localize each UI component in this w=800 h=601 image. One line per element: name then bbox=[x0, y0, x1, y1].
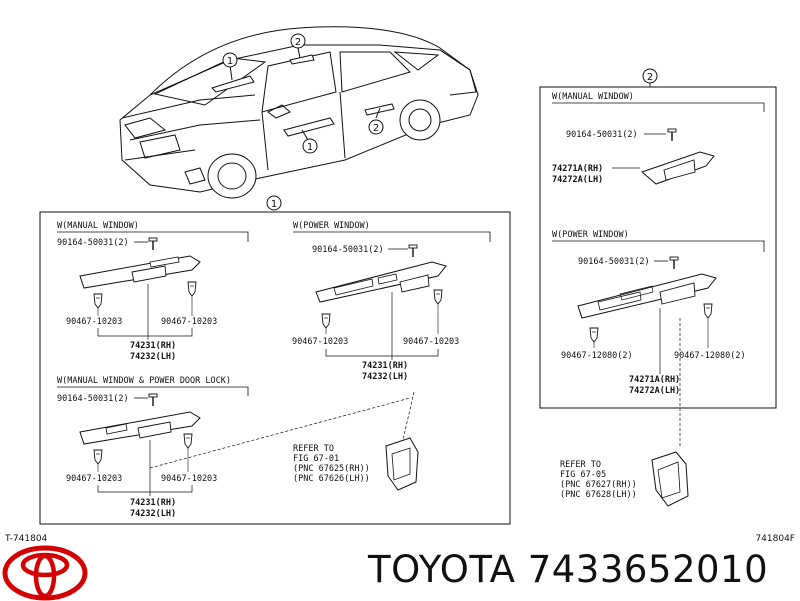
part-lh: 74272A(LH) bbox=[552, 175, 603, 185]
part-lh: 74272A(LH) bbox=[629, 386, 680, 396]
clip-label-left: 90467-10203 bbox=[66, 317, 122, 327]
clip-label-left: 90467-10203 bbox=[292, 337, 348, 347]
svg-text:1: 1 bbox=[227, 56, 233, 67]
callout-1-a: 1 bbox=[222, 52, 238, 68]
panel-left-manual-lock: W(MANUAL WINDOW & POWER DOOR LOCK) 90164… bbox=[57, 376, 249, 519]
panel-left-manual: W(MANUAL WINDOW) 90164-50031(2) 90467-10… bbox=[57, 221, 249, 362]
part-number: 7433652010 bbox=[527, 548, 769, 591]
screw-label: 90164-50031(2) bbox=[578, 257, 650, 267]
ref-line-4: (PNC 67626(LH)) bbox=[293, 474, 370, 484]
panel-header: W(MANUAL WINDOW) bbox=[552, 92, 634, 102]
panel-header: W(POWER WINDOW) bbox=[293, 221, 370, 231]
clip-label-right: 90467-10203 bbox=[403, 337, 459, 347]
svg-text:2: 2 bbox=[373, 123, 379, 134]
ref-line-3: (PNC 67627(RH)) bbox=[560, 480, 637, 490]
callout-2-panel: 2 bbox=[642, 68, 658, 84]
part-rh: 74231(RH) bbox=[130, 341, 176, 351]
panel-header: W(POWER WINDOW) bbox=[552, 230, 629, 240]
ref-line-2: FIG 67-05 bbox=[560, 470, 606, 480]
ref-line-2: FIG 67-01 bbox=[293, 454, 339, 464]
ref-line-3: (PNC 67625(RH)) bbox=[293, 464, 370, 474]
svg-text:2: 2 bbox=[295, 37, 301, 48]
ref-line-4: (PNC 67628(LH)) bbox=[560, 490, 637, 500]
callout-2-a: 2 bbox=[290, 33, 306, 49]
part-rh: 74231(RH) bbox=[362, 361, 408, 371]
ref-line-1: REFER TO bbox=[560, 460, 601, 470]
part-lh: 74232(LH) bbox=[130, 352, 176, 362]
panel-frame-left bbox=[39, 211, 511, 525]
drawing-code-left: T-741804 bbox=[4, 534, 48, 544]
svg-text:1: 1 bbox=[271, 199, 277, 210]
part-rh: 74271A(RH) bbox=[552, 164, 603, 174]
part-lh: 74232(LH) bbox=[130, 509, 176, 519]
callout-1-panel: 1 bbox=[266, 195, 282, 211]
clip-label-right: 90467-12080(2) bbox=[674, 351, 746, 361]
car-illustration bbox=[119, 26, 479, 199]
ref-line-1: REFER TO bbox=[293, 444, 334, 454]
brand-name: TOYOTA bbox=[368, 548, 516, 591]
brand-part-number: TOYOTA 7433652010 bbox=[368, 548, 768, 591]
svg-text:1: 1 bbox=[307, 142, 313, 153]
screw-label: 90164-50031(2) bbox=[57, 238, 129, 248]
bracket bbox=[651, 451, 689, 507]
panel-header: W(MANUAL WINDOW) bbox=[57, 221, 139, 231]
panel-right-manual: W(MANUAL WINDOW) 90164-50031(2) 74271A(R… bbox=[552, 92, 765, 185]
part-rh: 74231(RH) bbox=[130, 498, 176, 508]
screw-label: 90164-50031(2) bbox=[57, 394, 129, 404]
screw-label: 90164-50031(2) bbox=[566, 130, 638, 140]
clip-label-right: 90467-10203 bbox=[161, 474, 217, 484]
panel-frame-right bbox=[539, 86, 777, 409]
clip-label-left: 90467-12080(2) bbox=[561, 351, 633, 361]
callout-2-b: 2 bbox=[368, 119, 384, 135]
callout-1-b: 1 bbox=[302, 138, 318, 154]
panel-right-power: W(POWER WINDOW) 90164-50031(2) 90467-120… bbox=[552, 230, 765, 396]
panel-header: W(MANUAL WINDOW & POWER DOOR LOCK) bbox=[57, 376, 231, 386]
bracket bbox=[385, 437, 419, 491]
panel-left-power: W(POWER WINDOW) 90164-50031(2) 90467-102… bbox=[149, 221, 491, 491]
screw-label: 90164-50031(2) bbox=[312, 245, 384, 255]
bracket-ref-right: REFER TO FIG 67-05 (PNC 67627(RH)) (PNC … bbox=[560, 318, 689, 507]
clip-label-left: 90467-10203 bbox=[66, 474, 122, 484]
drawing-code-right: 741804F bbox=[755, 534, 795, 544]
toyota-logo-icon bbox=[2, 545, 88, 601]
clip-label-right: 90467-10203 bbox=[161, 317, 217, 327]
part-rh: 74271A(RH) bbox=[629, 375, 680, 385]
svg-text:2: 2 bbox=[647, 72, 653, 83]
part-lh: 74232(LH) bbox=[362, 372, 408, 382]
